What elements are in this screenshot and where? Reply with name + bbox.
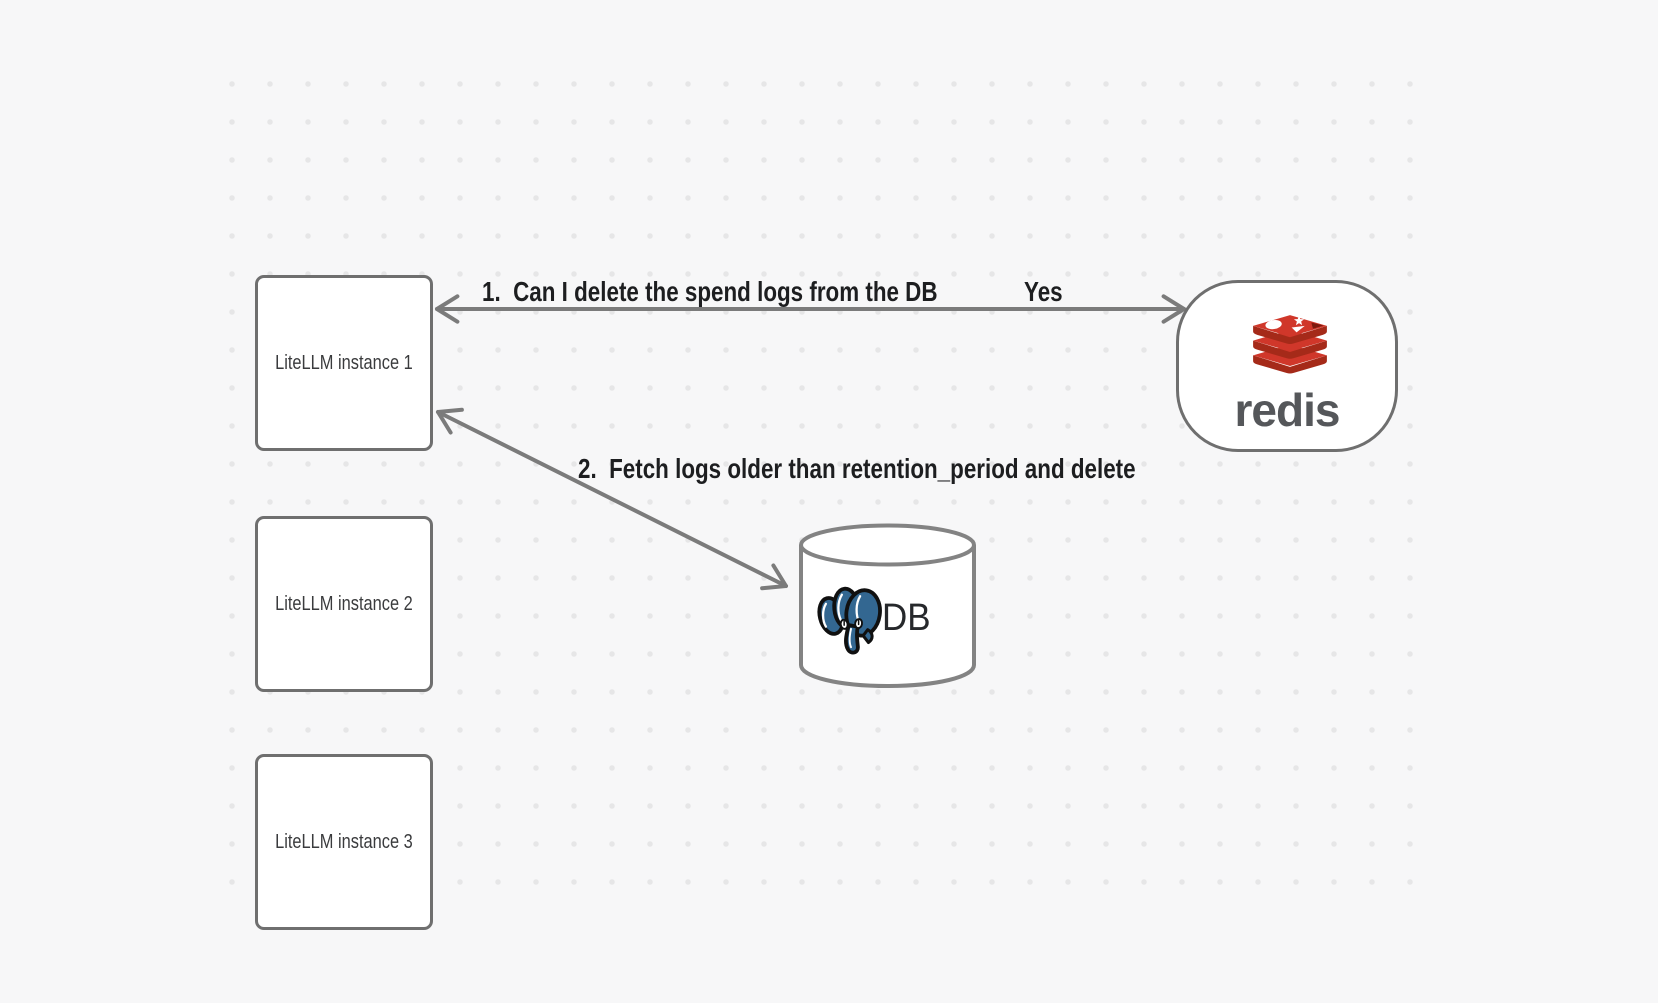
- node-db: DB: [798, 523, 977, 689]
- redis-star-shape: [1293, 315, 1305, 326]
- redis-triangle-shape: [1291, 325, 1305, 333]
- redis-stack-icon: [1253, 315, 1327, 374]
- postgres-elephant-icon: [817, 586, 882, 655]
- node-litellm-instance-3: LiteLLM instance 3: [255, 754, 433, 930]
- edge-label-1-response: Yes: [1024, 276, 1063, 307]
- edge-label-1: 1. Can I delete the spend logs from the …: [482, 276, 938, 307]
- node-litellm-instance-1: LiteLLM instance 1: [255, 275, 433, 451]
- node-label: LiteLLM instance 2: [275, 592, 413, 615]
- edge-label-2: 2. Fetch logs older than retention_perio…: [578, 453, 1136, 484]
- db-label: DB: [882, 597, 931, 639]
- node-litellm-instance-2: LiteLLM instance 2: [255, 516, 433, 692]
- redis-notch-shape: [1311, 322, 1324, 329]
- node-redis: redis: [1176, 280, 1398, 452]
- node-label: LiteLLM instance 1: [275, 351, 413, 374]
- db-cylinder: [799, 523, 976, 689]
- redis-wordmark: redis: [1234, 384, 1341, 436]
- redis-circle-shape: [1265, 319, 1282, 330]
- node-label: LiteLLM instance 3: [275, 830, 413, 853]
